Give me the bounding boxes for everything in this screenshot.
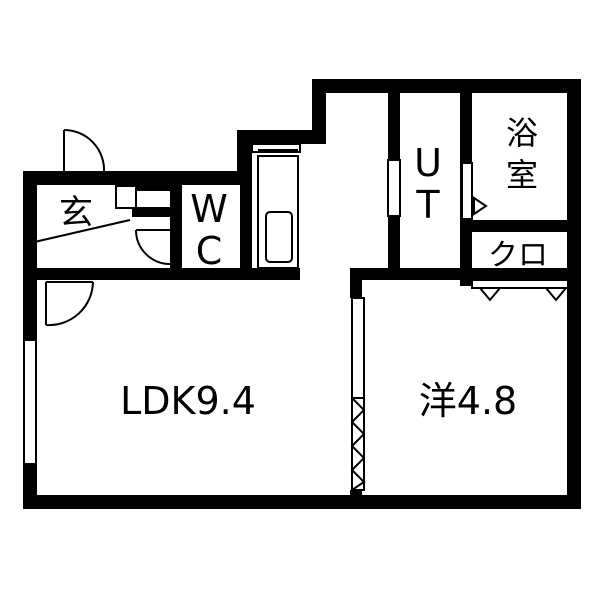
label-bath-line2: 室 (506, 156, 538, 194)
label-wc-line2: C (196, 229, 223, 273)
windows (23, 143, 301, 465)
ldk-window (23, 339, 37, 465)
kitchen-fixtures (257, 149, 299, 269)
label-entrance: 玄 (59, 193, 93, 233)
label-ldk: LDK9.4 (120, 379, 256, 423)
utility-doors (387, 159, 488, 220)
bath-door (461, 162, 473, 220)
label-closet: クロ (488, 238, 548, 273)
label-wc-line1: W (190, 187, 228, 231)
kitchen-sink (265, 211, 293, 263)
shoe-cabinet (115, 185, 137, 209)
western-sliding-door (350, 297, 366, 491)
room-labels: 玄 W C U T 浴 室 クロ LDK9.4 洋4.8 (59, 114, 548, 423)
ut-sliding-door (387, 159, 401, 217)
label-ut-line2: T (415, 183, 440, 227)
label-ut-line1: U (414, 141, 442, 185)
ldk-door (45, 281, 94, 327)
kitchen-window (251, 143, 301, 153)
entrance-door (29, 128, 131, 244)
closet-doors (471, 279, 569, 302)
doors (29, 128, 171, 327)
interior-walls (30, 86, 574, 502)
label-bath-line1: 浴 (506, 114, 538, 152)
label-western-room: 洋4.8 (419, 379, 517, 423)
wc-door (135, 229, 171, 265)
bath-door-arrow (473, 196, 488, 216)
